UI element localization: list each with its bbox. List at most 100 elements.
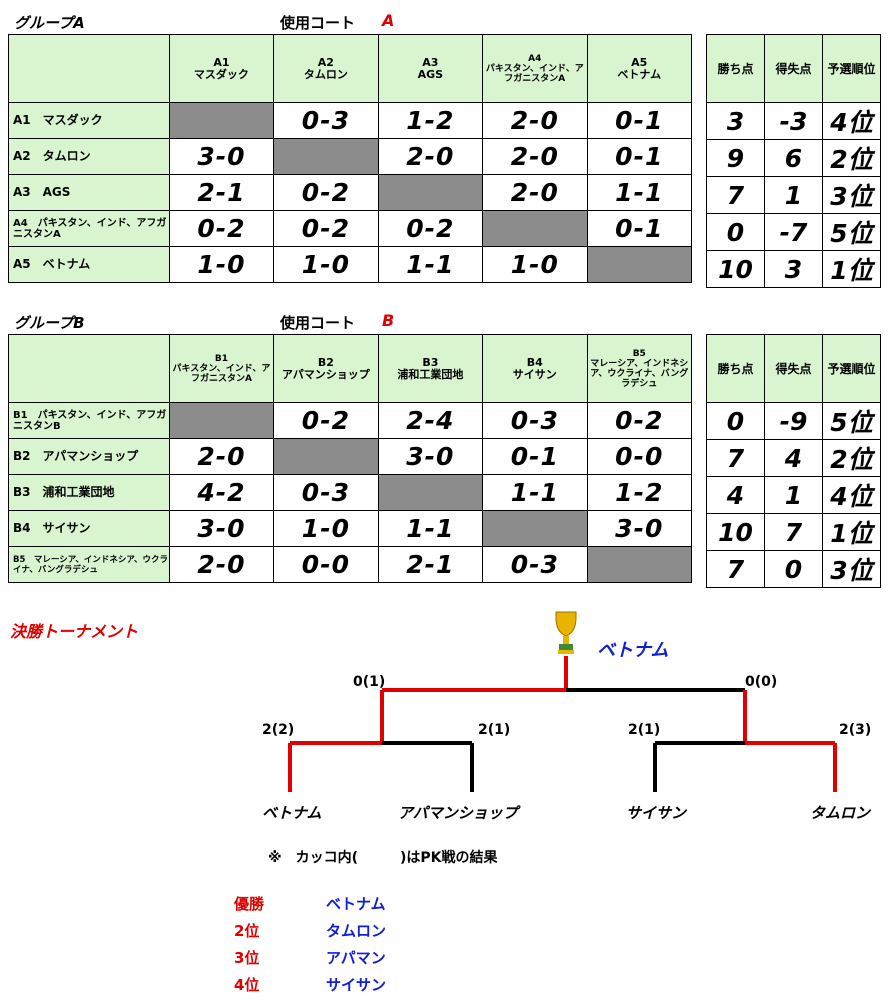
- points-cell: 9: [706, 139, 765, 177]
- rank-cell: 2位: [822, 439, 881, 477]
- score-cell: 0-2: [273, 402, 379, 439]
- points-cell: 7: [706, 176, 765, 214]
- score-cell: 1-1: [482, 474, 588, 511]
- pk-note: ※ カッコ内( )はPK戦の結果: [268, 850, 498, 866]
- points-header: 勝ち点: [706, 334, 765, 403]
- score-cell: 2-0: [482, 138, 588, 175]
- table-row: 7 4 2位: [706, 439, 881, 477]
- bracket-team: アパマンショップ: [398, 804, 518, 822]
- rank-header: 予選順位: [822, 334, 881, 403]
- result-team: ベトナム: [326, 895, 386, 913]
- rank-cell: 4位: [822, 476, 881, 514]
- table-row: 10 7 1位: [706, 513, 881, 551]
- row-label: B2 アパマンショップ: [8, 438, 170, 475]
- table-row: A2 タムロン 3-0 2-0 2-0 0-1: [8, 138, 693, 175]
- group-b-title: グループB: [14, 314, 85, 332]
- score-cell: 0-0: [273, 546, 379, 583]
- row-label: B5 マレーシア、インドネシア、ウクライナ、バングラデシュ: [8, 546, 170, 583]
- rank-cell: 3位: [822, 176, 881, 214]
- goal-diff-cell: 7: [764, 513, 823, 551]
- score-cell: 0-1: [586, 210, 693, 247]
- score-cell: 2-4: [377, 402, 484, 439]
- table-row: B1 パキスタン、インド、アフガニスタンB 0-2 2-4 0-3 0-2: [8, 402, 693, 439]
- points-cell: 0: [706, 213, 765, 251]
- rank-cell: 1位: [822, 250, 881, 288]
- goal-diff-cell: 0: [764, 550, 823, 588]
- result-row: 3位 アパマン: [234, 944, 474, 971]
- goal-diff-cell: 3: [764, 250, 823, 288]
- score-cell: 0-1: [482, 438, 588, 475]
- goal-diff-cell: 1: [764, 476, 823, 514]
- result-team: アパマン: [326, 949, 386, 967]
- score-cell: 1-2: [377, 102, 484, 139]
- score-cell: 2-0: [168, 546, 275, 583]
- score-cell: 2-0: [482, 102, 588, 139]
- row-label: A4 パキスタン、インド、アフガニスタンA: [8, 210, 170, 247]
- semi2-right-score: 2(3): [839, 722, 872, 738]
- row-label: B3 浦和工業団地: [8, 474, 170, 511]
- champion-label: ベトナム: [597, 640, 669, 661]
- group-a-court-label: 使用コート: [280, 14, 356, 32]
- goal-diff-cell: 1: [764, 176, 823, 214]
- score-cell: 2-0: [482, 174, 588, 211]
- table-row: 7 0 3位: [706, 550, 881, 588]
- score-cell: 0-1: [586, 102, 693, 139]
- group-a-title: グループA: [14, 14, 85, 32]
- score-cell: 0-0: [586, 438, 693, 475]
- result-team: サイサン: [326, 976, 387, 994]
- row-label: A2 タムロン: [8, 138, 170, 175]
- score-cell: 2-1: [168, 174, 275, 211]
- group-a-summary: 勝ち点 得失点 予選順位 3 -3 4位 9 6 2位 7 1 3位 0 -7 …: [706, 34, 881, 288]
- final-results: 優勝 ベトナム 2位 タムロン 3位 アパマン 4位 サイサン: [234, 890, 474, 998]
- row-label: A3 AGS: [8, 174, 170, 211]
- table-row: B4 サイサン 3-0 1-0 1-1 3-0: [8, 510, 693, 547]
- final-right-score: 0(0): [745, 674, 778, 690]
- semi1-right-score: 2(1): [478, 722, 511, 738]
- score-cell: 0-2: [377, 210, 484, 247]
- result-row: 優勝 ベトナム: [234, 890, 474, 917]
- score-cell: 2-1: [377, 546, 484, 583]
- self-match-cell: [586, 546, 693, 583]
- self-match-cell: [377, 474, 484, 511]
- row-label: A5 ベトナム: [8, 246, 170, 283]
- row-label: B4 サイサン: [8, 510, 170, 547]
- points-cell: 4: [706, 476, 765, 514]
- group-b-corner: [8, 334, 170, 403]
- points-cell: 3: [706, 102, 765, 140]
- score-cell: 1-0: [482, 246, 588, 283]
- final-left-score: 0(1): [353, 674, 386, 690]
- group-b-court-letter: B: [382, 311, 395, 330]
- rank-cell: 5位: [822, 213, 881, 251]
- score-cell: 3-0: [168, 510, 275, 547]
- goal-diff-cell: 6: [764, 139, 823, 177]
- points-cell: 0: [706, 402, 765, 440]
- score-cell: 0-3: [273, 474, 379, 511]
- row-label: B1 パキスタン、インド、アフガニスタンB: [8, 402, 170, 439]
- score-cell: 1-1: [377, 510, 484, 547]
- points-cell: 7: [706, 550, 765, 588]
- semi2-left-score: 2(1): [628, 722, 661, 738]
- result-place: 2位: [234, 922, 260, 940]
- score-cell: 0-3: [482, 546, 588, 583]
- score-cell: 0-2: [273, 174, 379, 211]
- score-cell: 1-0: [273, 246, 379, 283]
- tournament-bracket: [288, 611, 837, 792]
- table-row: B3 浦和工業団地 4-2 0-3 1-1 1-2: [8, 474, 693, 511]
- score-cell: 1-1: [586, 174, 693, 211]
- table-row: 4 1 4位: [706, 476, 881, 514]
- score-cell: 0-2: [273, 210, 379, 247]
- self-match-cell: [273, 138, 379, 175]
- score-cell: 1-1: [377, 246, 484, 283]
- result-row: 2位 タムロン: [234, 917, 474, 944]
- bracket-team: タムロン: [810, 804, 871, 822]
- self-match-cell: [273, 438, 379, 475]
- group-a-court-letter: A: [382, 11, 395, 30]
- rank-cell: 5位: [822, 402, 881, 440]
